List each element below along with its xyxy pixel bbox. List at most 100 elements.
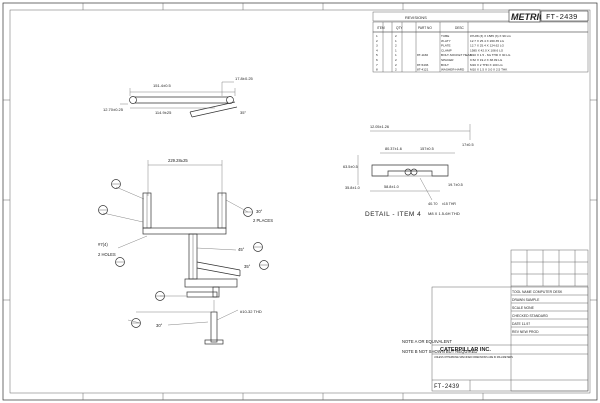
dim-top-a: 151.4±0.5	[153, 83, 172, 88]
part-qty: 1	[395, 48, 397, 52]
detail-thread-note: M8 X 1.5-6H THD	[428, 211, 460, 216]
title-block: TOOL NAME COMPUTER DESK DRAWN SAMPLE SCALE…	[431, 249, 589, 392]
callout-6	[259, 260, 269, 270]
part-qty: 1	[395, 39, 397, 43]
detail-label: DETAIL - ITEM 4	[365, 211, 421, 218]
part-qty: 2	[395, 44, 397, 48]
detail-dim-8: 19.7±0.5	[448, 183, 463, 187]
drawing-number-box	[540, 10, 589, 22]
inner-border	[9, 9, 591, 394]
note-a: NOTE A OR EQUIVALENT	[402, 339, 452, 344]
detail-dim-4: 17±0.5	[462, 143, 474, 147]
top-view: 151.4±0.5 17.8±0.25 35° 114.9±25 12.70±0…	[103, 76, 254, 118]
part-name: WASHER-HARD	[441, 68, 465, 72]
callout-3	[115, 257, 125, 267]
callout-1	[111, 179, 121, 189]
tube-end-left	[129, 96, 137, 104]
detail-dim-5: 63.5±0.5	[343, 165, 358, 169]
detail-dim-2: 80.37±1.6	[385, 147, 402, 151]
part-qty: 2	[395, 58, 397, 62]
angled-plate	[189, 101, 236, 113]
hole-note-b: 2 HOLES	[98, 252, 116, 257]
detail-dim-9: 40.70	[428, 202, 438, 206]
parts-list: REVISIONS METRIC FT-2439 ITEM QTY PART N…	[372, 9, 589, 73]
detail-dim-7: 35.8±1.0	[345, 186, 360, 190]
angle-right: 30°	[256, 209, 263, 214]
part-item-no: 7	[376, 63, 378, 67]
title-info-row: DRAWN SAMPLE	[512, 298, 540, 302]
part-item-no: 1	[376, 34, 378, 38]
revisions-label: REVISIONS	[405, 15, 427, 20]
company-name: CATERPILLAR INC.	[440, 347, 491, 353]
title-info-row: SCALE NONE	[512, 306, 535, 310]
dim-top-c: 114.9±25	[155, 110, 172, 115]
part-description: M16 X 2 THD X 100 LG	[470, 63, 503, 67]
part-item-no: 5	[376, 53, 378, 57]
part-qty: 2	[395, 68, 397, 72]
clamp-bar	[184, 278, 238, 288]
part-description: 1585 X 42.0 X 108.6 LG	[470, 48, 504, 52]
part-name: TUBE	[441, 34, 449, 38]
title-info-row: REV NEW PROD	[512, 330, 539, 334]
drawing-number: FT-2439	[546, 14, 578, 22]
dim-top-b: 17.8±0.25	[235, 76, 254, 81]
two-places-note: 2 PLACES	[253, 218, 273, 223]
part-name: CLAMP	[441, 48, 452, 52]
part-name: W-ATY	[441, 39, 451, 43]
part-item-no: 3	[376, 44, 378, 48]
angle-mid-b: 35°	[244, 264, 251, 269]
part-name: SPACER	[441, 58, 454, 62]
part-name: BOLT	[441, 63, 449, 67]
part-description: 12.7 X 25.4 X 260.35 LG	[470, 39, 505, 43]
callout-8	[131, 318, 141, 328]
dim-top-left: 12.70±0.25	[103, 107, 124, 112]
part-number: 8T-4121	[417, 68, 429, 72]
cross-bar	[142, 227, 227, 235]
part-qty: 2	[395, 34, 397, 38]
part-number: 8T-1166	[417, 53, 428, 57]
part-description: M10 X 1.5 X 3.0 X 2.5 THK	[470, 68, 508, 72]
part-name: BOLT-SOCKET HEAD	[441, 53, 473, 57]
bolt-thread-note: #10-32 THD	[240, 309, 262, 314]
part-qty: 1	[395, 53, 397, 57]
header-qty: QTY	[396, 26, 403, 30]
callout-5	[253, 242, 263, 252]
angled-arm	[196, 261, 241, 271]
angle-top: 35°	[240, 110, 246, 115]
part-description: 12.7 X 25.4 X 124.62 LG	[470, 44, 505, 48]
part-item-no: 2	[376, 39, 378, 43]
detail-thru-note: ±15 THR	[442, 202, 456, 206]
title-info-row: DATE 11-97	[512, 322, 530, 326]
angle-low: 30°	[156, 323, 163, 328]
part-qty: 2	[395, 63, 397, 67]
part-item-no: 8	[376, 68, 378, 72]
part-description: M10 X 1.5 - 6G THD X 30 LG	[470, 53, 511, 57]
header-desc: DESC	[455, 26, 465, 30]
zone-ticks	[3, 3, 597, 400]
metric-logo: METRIC	[511, 12, 546, 22]
callout-2	[98, 205, 108, 215]
part-item-no: 6	[376, 58, 378, 62]
note-b: NOTE B NOT SHOWN BUT REQUIRED	[402, 349, 477, 354]
angle-mid-a: 45°	[238, 247, 245, 252]
title-info-row: CHECKED STANDARD	[512, 314, 548, 318]
part-number: 8T-5436	[417, 63, 429, 67]
detail-dim-1: 12.05±1.26	[370, 125, 389, 129]
detail-view: 12.05±1.26 80.37±1.6 157±0.5 17±0.5 63.5…	[343, 124, 474, 218]
tube-end-right	[226, 96, 234, 104]
sheet-number: FT-2439	[434, 383, 460, 390]
dim-overall-width: 229.28±25	[168, 158, 188, 163]
main-view: 229.28±25 30° 2 PLACES 45° 35° #	[98, 158, 273, 345]
detail-dim-6: 58.8±1.0	[384, 185, 399, 189]
part-name: PLATE	[441, 44, 451, 48]
lower-post	[210, 311, 218, 343]
part-description: 9.52 X 19.2 X 38.09 LG	[470, 58, 503, 62]
part-description: #7L88 (3) X 1585 (3) X 99 LG	[470, 34, 511, 38]
hole-note-a: #7(4)	[98, 242, 108, 247]
header-part-no: PART NO	[418, 26, 432, 30]
part-item-no: 4	[376, 48, 378, 52]
title-info-row: TOOL NAME COMPUTER DESK	[512, 290, 563, 294]
